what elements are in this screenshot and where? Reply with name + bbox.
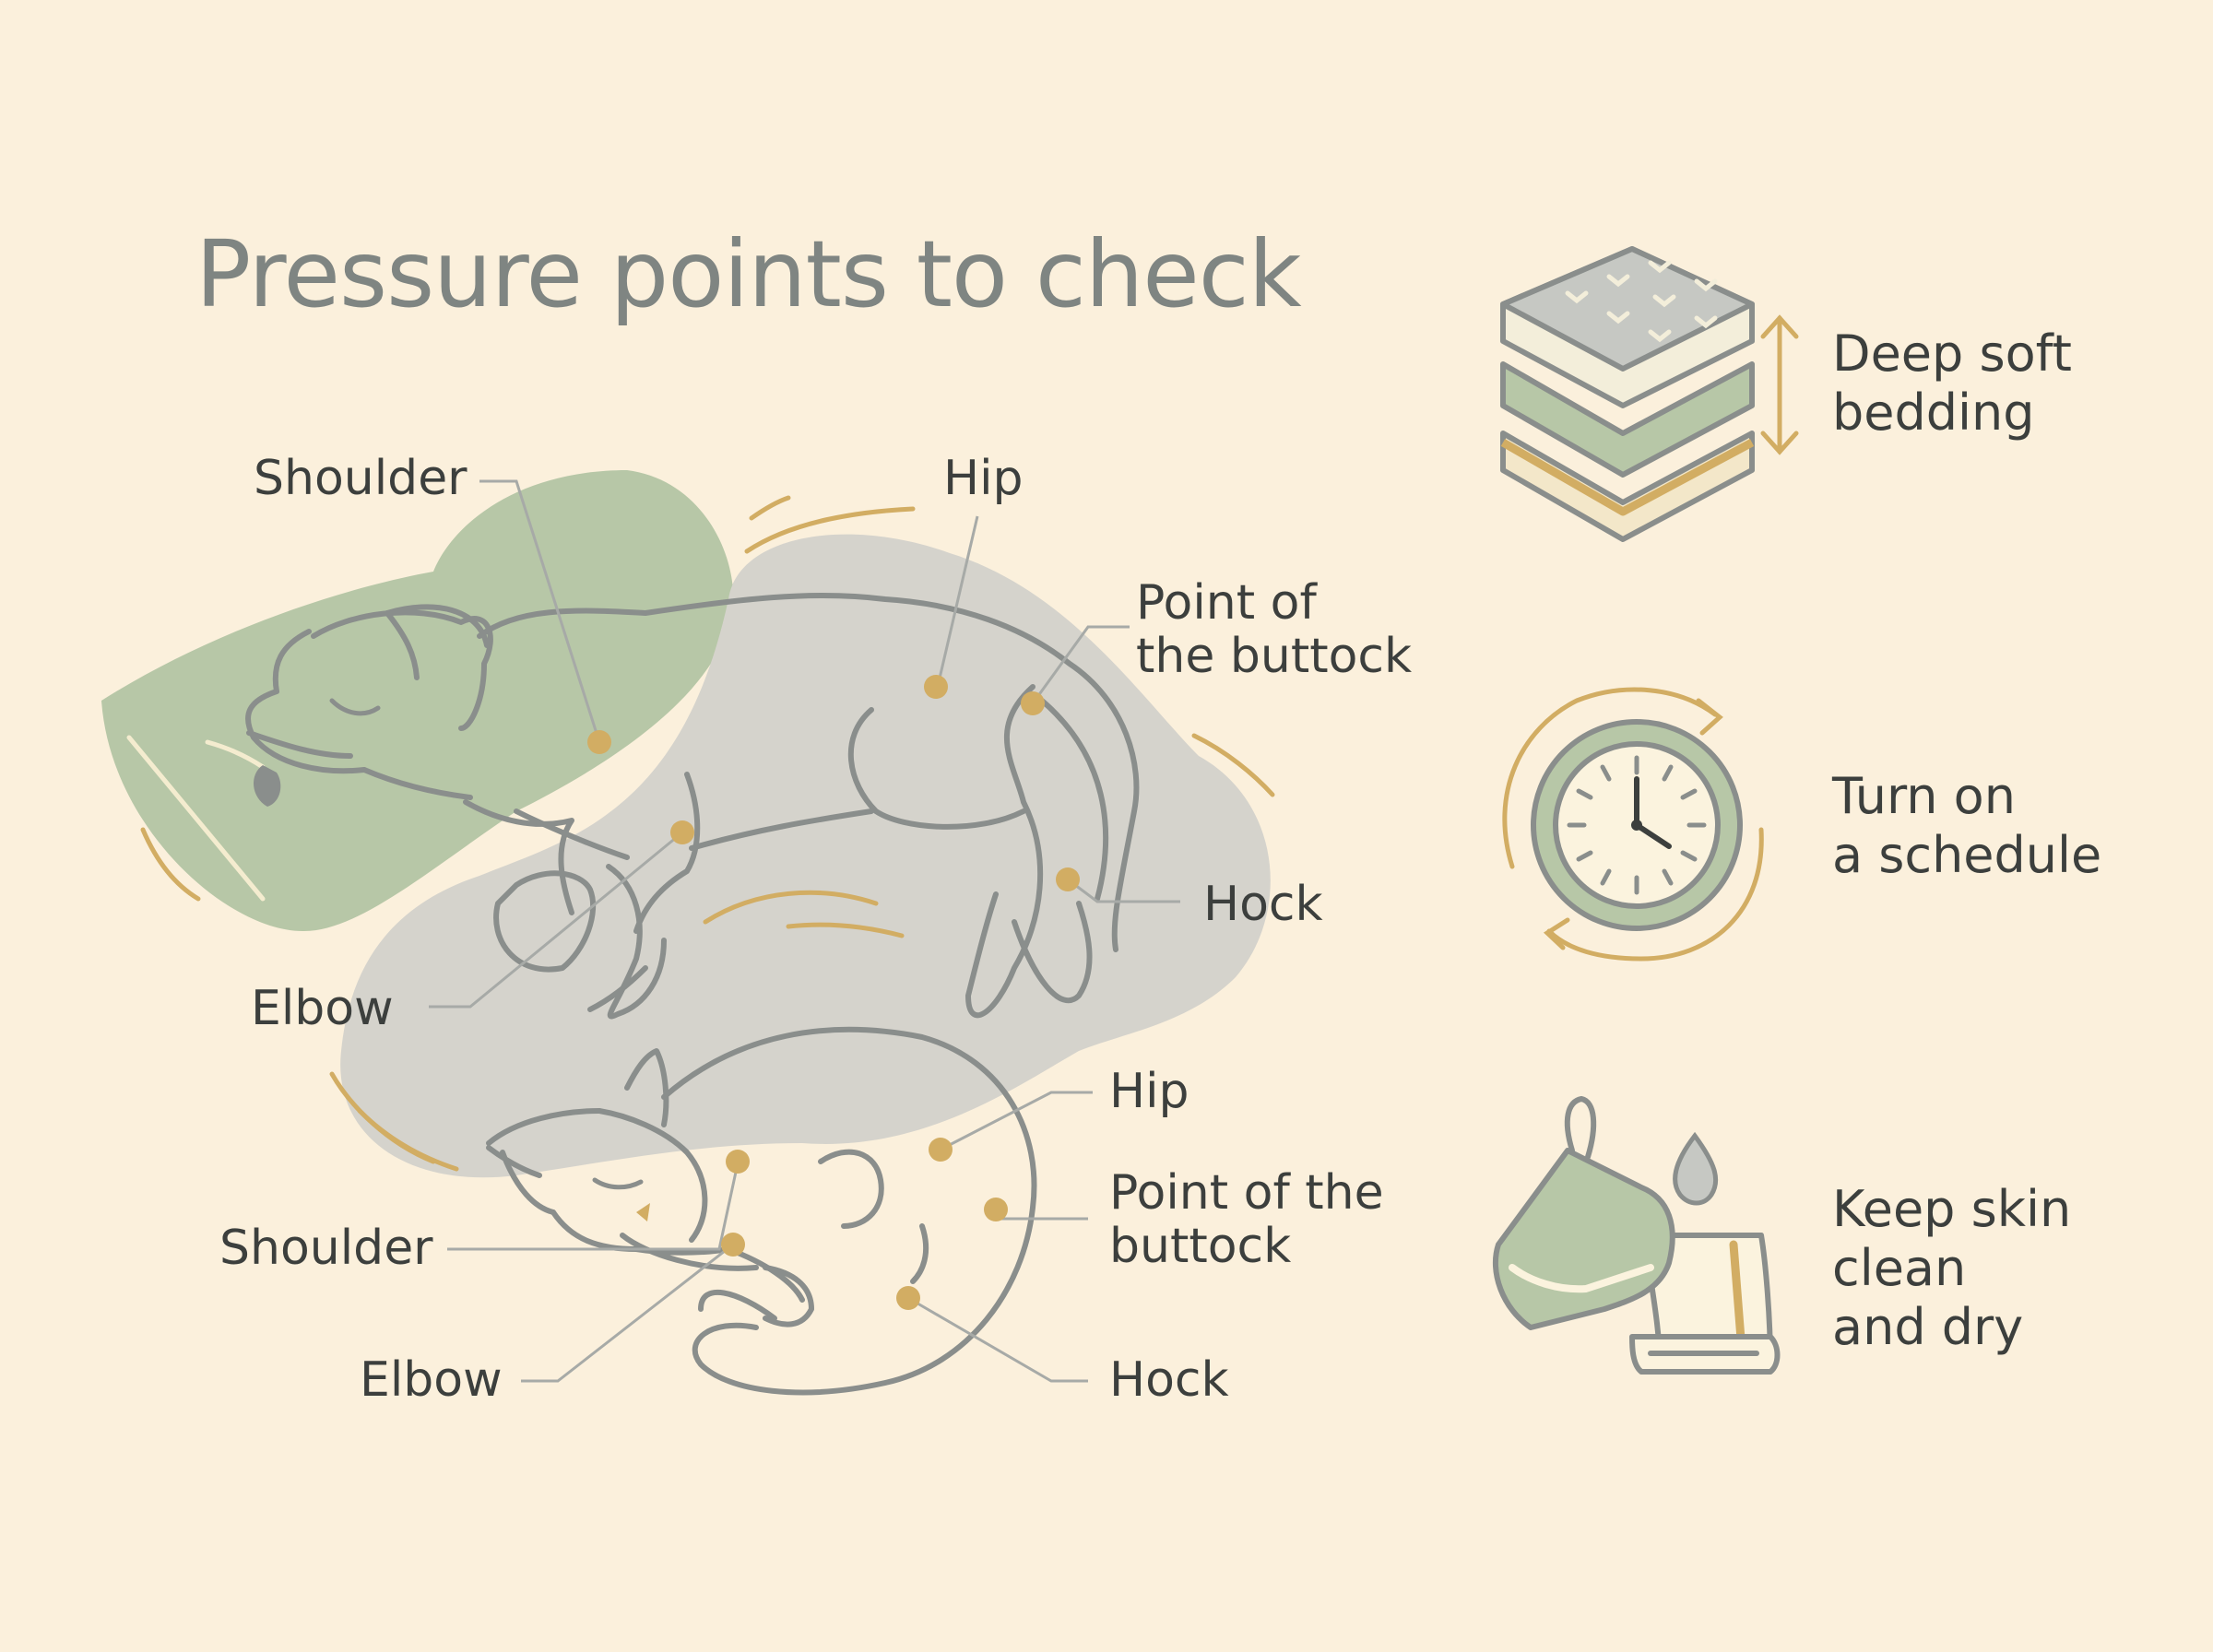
page-title: Pressure points to check	[195, 220, 1302, 328]
cat-shoulder-label: Shoulder	[219, 1221, 433, 1276]
tip-skin-care-line2: clean	[1832, 1239, 1967, 1297]
water-drop-icon	[1673, 1131, 1719, 1206]
tip-turning-line2: a schedule	[1832, 826, 2102, 884]
dog-buttock-marker	[1021, 691, 1045, 715]
tip-bedding: Deep soft bedding	[1832, 324, 2072, 442]
clock-icon	[1531, 719, 1743, 931]
cat-elbow-marker	[721, 1233, 745, 1257]
dog-hip-marker	[924, 675, 948, 699]
tip-turning-line1: Turn on	[1832, 767, 2016, 825]
dog-hock-label: Hock	[1203, 877, 1323, 932]
cat-buttock-label: Point of the buttock	[1109, 1166, 1384, 1273]
cat-nose	[636, 1203, 650, 1221]
dog-elbow-label: Elbow	[251, 981, 394, 1036]
cat-hock-marker	[896, 1286, 920, 1310]
cat-eye-icon	[592, 1177, 644, 1190]
mattress-icon	[1500, 246, 1755, 542]
dog-shoulder-marker	[587, 730, 611, 754]
pressure-markers	[587, 675, 1080, 1310]
tip-bedding-line1: Deep soft	[1832, 324, 2072, 383]
dog-shoulder-label: Shoulder	[254, 451, 467, 506]
leader-lines	[429, 479, 1180, 1383]
dog-buttock-label: Point of the buttock	[1136, 576, 1412, 683]
tip-bedding-line2: bedding	[1832, 384, 2035, 442]
cat-hock-label: Hock	[1109, 1352, 1229, 1408]
tip-skin-care-line3: and dry	[1832, 1298, 2024, 1356]
tip-skin-care: Keep skin clean and dry	[1832, 1180, 2071, 1357]
cat-shoulder-marker	[726, 1150, 750, 1174]
cat-hip-label: Hip	[1109, 1064, 1189, 1119]
dog-elbow-marker	[670, 820, 694, 844]
dog-buttock-label-line1: Point of	[1136, 575, 1317, 631]
height-arrow-icon	[1760, 314, 1799, 455]
tip-turning: Turn on a schedule	[1832, 767, 2101, 885]
dog-eye-icon	[329, 698, 381, 716]
cat-buttock-label-line2: buttock	[1109, 1219, 1292, 1274]
clock-rotation-arrows	[1502, 687, 1764, 962]
dog-hock-marker	[1056, 867, 1080, 891]
dog-hip-label: Hip	[943, 451, 1024, 506]
tip-skin-care-line1: Keep skin	[1832, 1180, 2072, 1238]
cat-hip-marker	[929, 1138, 953, 1162]
dog-nose	[253, 765, 281, 807]
cat-buttock-marker	[984, 1198, 1008, 1221]
cat-buttock-label-line1: Point of the	[1109, 1165, 1384, 1221]
dog-buttock-label-line2: the buttock	[1136, 629, 1413, 684]
pillow-crease	[205, 739, 266, 770]
dog-outline	[245, 592, 1140, 1020]
towel-icon	[1492, 1096, 1781, 1375]
motion-lines	[140, 495, 1275, 1172]
pillow-crease	[126, 735, 266, 902]
pillow-shape	[101, 470, 734, 932]
cat-elbow-label: Elbow	[360, 1352, 503, 1408]
mattress-pattern	[1565, 260, 1718, 343]
